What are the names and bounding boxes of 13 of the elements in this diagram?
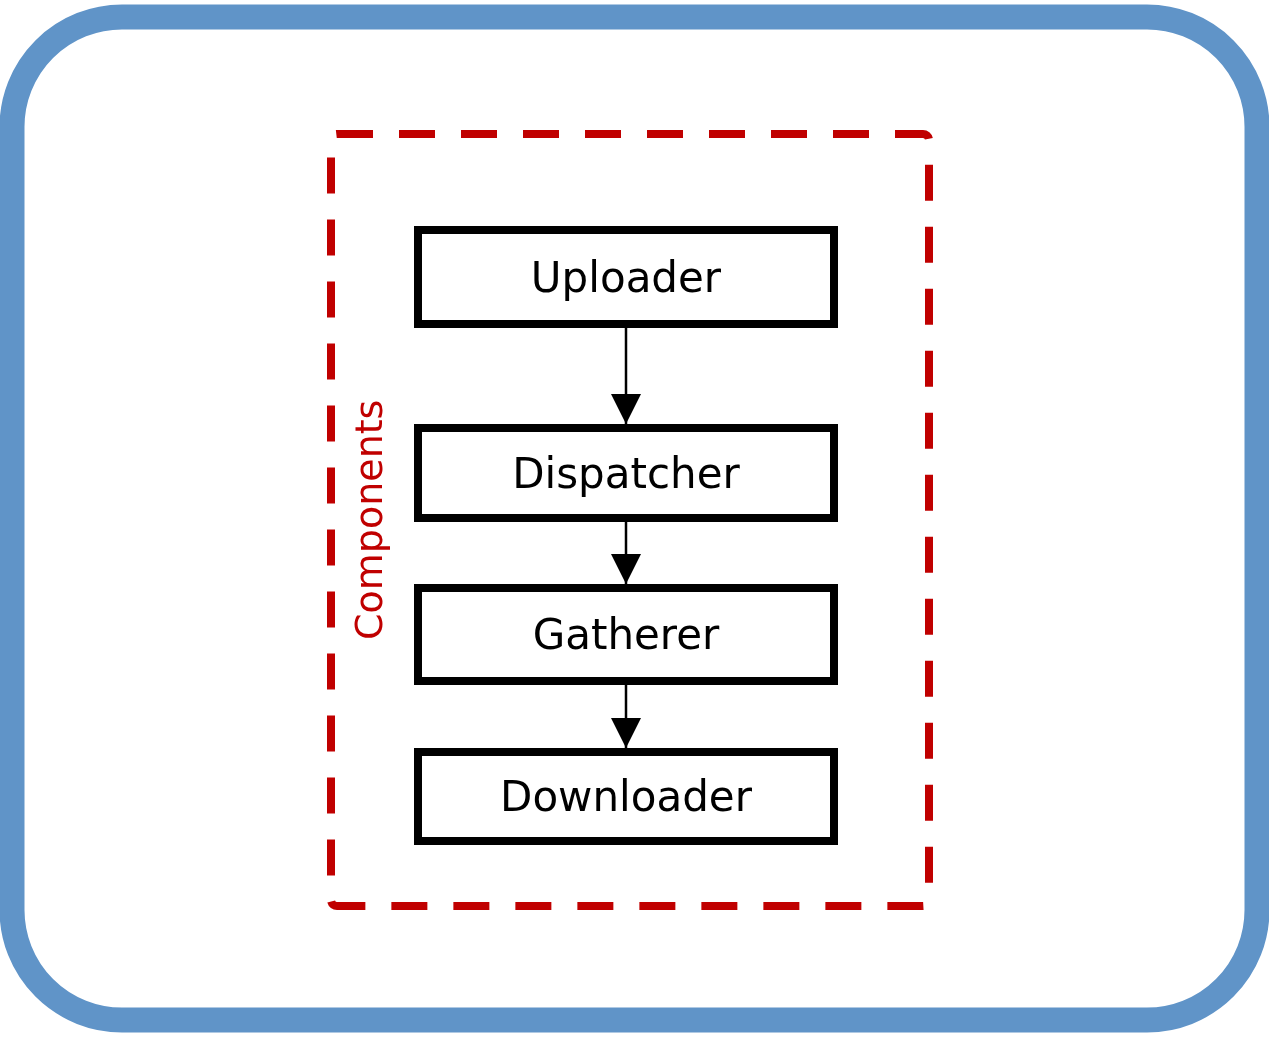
- box-label: Dispatcher: [512, 448, 740, 498]
- arrow: [611, 328, 641, 424]
- group-heading: Components: [347, 398, 391, 643]
- process-box: [414, 584, 838, 685]
- box-label: Gatherer: [532, 610, 720, 659]
- process-box: [414, 748, 838, 845]
- process-box: [414, 226, 838, 328]
- arrow: [611, 522, 641, 584]
- box-label: Uploader: [530, 252, 722, 302]
- process-box: [414, 424, 838, 522]
- dashed-group: [327, 130, 933, 910]
- box-label: Downloader: [500, 772, 752, 821]
- arrow: [611, 685, 641, 748]
